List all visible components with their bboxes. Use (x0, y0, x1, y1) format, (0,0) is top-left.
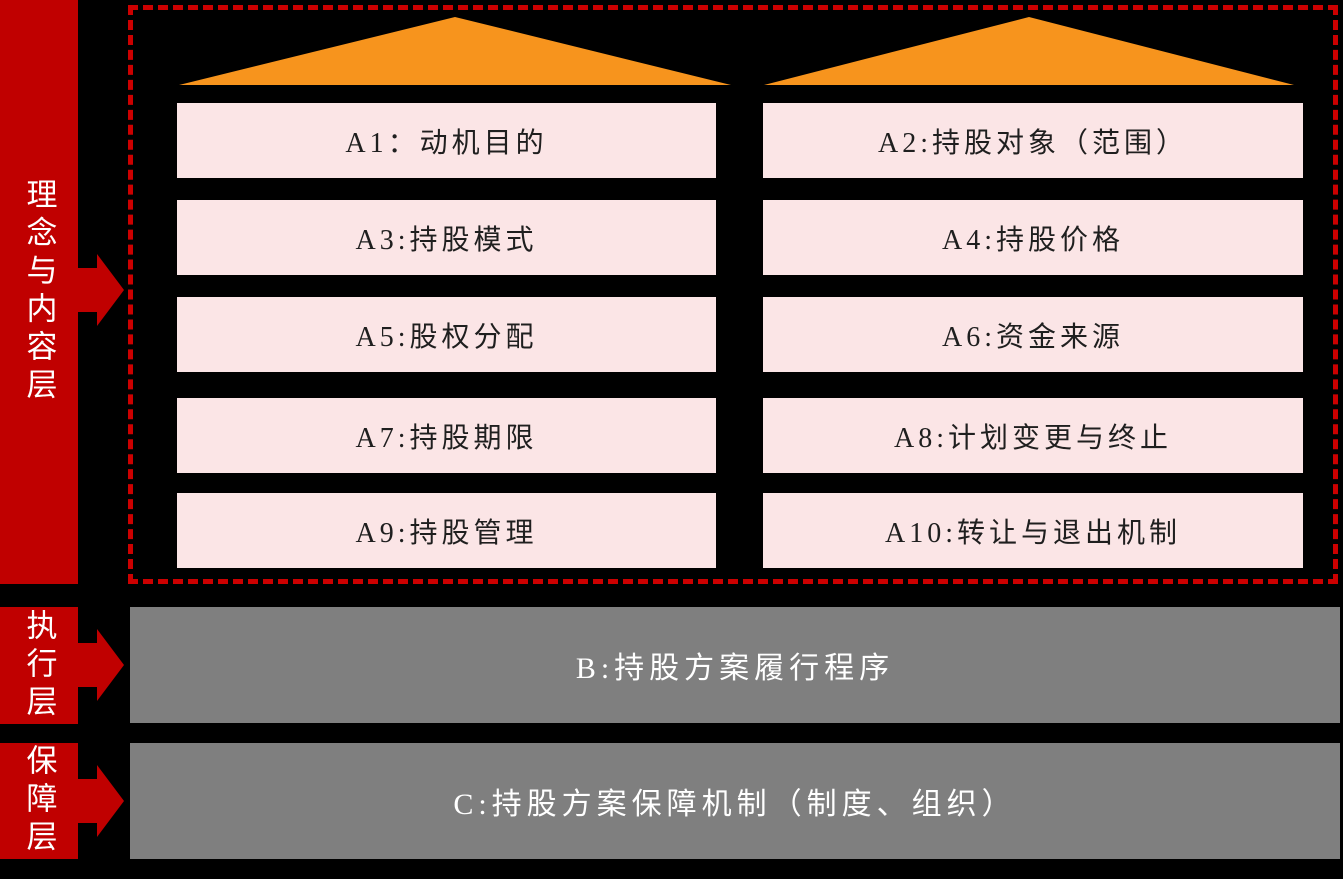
box-a7-label: A7:持股期限 (355, 422, 538, 454)
box-c-label: C:持股方案保障机制（制度、组织） (453, 788, 1017, 821)
box-a7: A7:持股期限 (177, 398, 716, 473)
layer-bar-concept: 理念与内容层 (0, 0, 78, 584)
arrow-head (97, 629, 124, 701)
box-c-guarantee-mechanism: C:持股方案保障机制（制度、组织） (130, 743, 1340, 859)
box-a5: A5:股权分配 (177, 297, 716, 372)
box-a3: A3:持股模式 (177, 200, 716, 275)
box-a9: A9:持股管理 (177, 493, 716, 568)
box-a4: A4:持股价格 (763, 200, 1303, 275)
arrow-head (97, 254, 124, 326)
layer-label-concept: 理念与内容层 (21, 178, 57, 406)
box-a1-label: A1：动机目的 (345, 127, 548, 159)
box-b-execution-procedure: B:持股方案履行程序 (130, 607, 1340, 723)
arrow-stem (78, 643, 97, 687)
arrow-stem (78, 779, 97, 823)
arrow-right-icon-guarantee (78, 765, 124, 837)
box-a8: A8:计划变更与终止 (763, 398, 1303, 473)
roof-triangle-icon-right (764, 17, 1294, 85)
box-a9-label: A9:持股管理 (355, 517, 538, 549)
box-a5-label: A5:股权分配 (355, 321, 538, 353)
roof-triangle-icon-left (179, 17, 731, 85)
box-b-label: B:持股方案履行程序 (575, 652, 895, 685)
box-a6-label: A6:资金来源 (941, 321, 1124, 353)
box-a10-label: A10:转让与退出机制 (884, 517, 1181, 549)
layer-bar-guarantee: 保障层 (0, 743, 78, 859)
box-a6: A6:资金来源 (763, 297, 1303, 372)
layer-label-execution: 执行层 (21, 608, 57, 723)
arrow-right-icon-execution (78, 629, 124, 701)
arrow-right-icon-concept (78, 254, 124, 326)
arrow-head (97, 765, 124, 837)
layer-bar-execution: 执行层 (0, 607, 78, 724)
box-a3-label: A3:持股模式 (355, 224, 538, 256)
box-a4-label: A4:持股价格 (941, 224, 1124, 256)
layer-label-guarantee: 保障层 (21, 744, 57, 858)
box-a2: A2:持股对象（范围） (763, 103, 1303, 178)
box-a10: A10:转让与退出机制 (763, 493, 1303, 568)
concept-dashed-frame (128, 5, 1338, 584)
box-a8-label: A8:计划变更与终止 (893, 422, 1172, 454)
arrow-stem (78, 268, 97, 312)
box-a1: A1：动机目的 (177, 103, 716, 178)
box-a2-label: A2:持股对象（范围） (877, 127, 1188, 159)
